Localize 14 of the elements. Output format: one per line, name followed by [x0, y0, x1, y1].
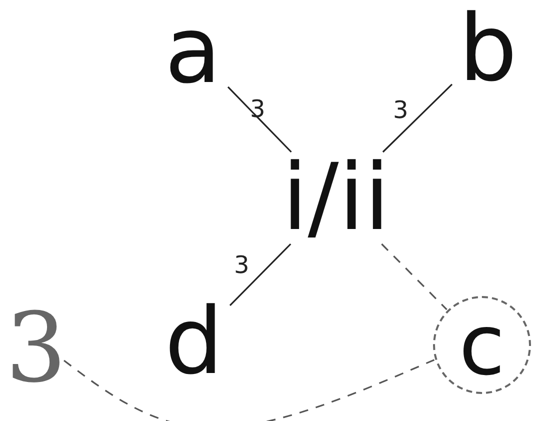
node-label: 3: [8, 302, 64, 394]
node-label: d: [158, 298, 230, 386]
dashed-circle-node: c: [433, 296, 531, 394]
connector-line: [382, 84, 453, 153]
connector-line: [227, 86, 292, 153]
edge-label: 3: [234, 252, 250, 278]
edge-label: 3: [250, 96, 266, 122]
dashed-connector: [381, 243, 448, 310]
node-label: i/ii: [280, 152, 392, 244]
connector-line: [229, 243, 292, 306]
dashed-connector: [64, 359, 435, 421]
node-label: b: [452, 5, 524, 93]
edge-label: 3: [393, 97, 408, 123]
node-label: a: [158, 12, 228, 90]
